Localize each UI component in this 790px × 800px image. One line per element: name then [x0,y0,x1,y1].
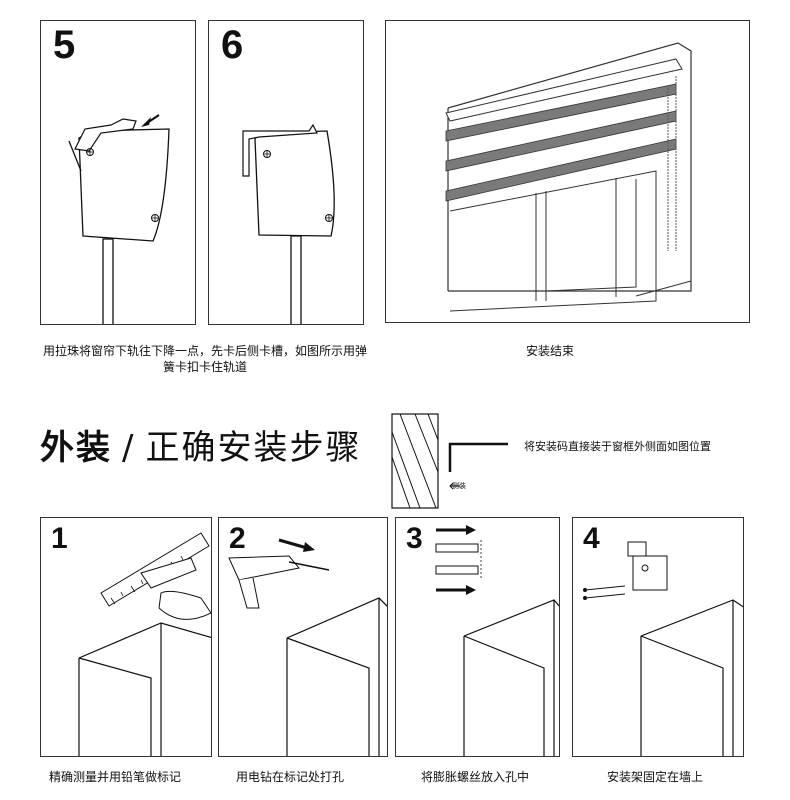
step-4-number: 4 [583,522,600,555]
step-5-caption: 用拉珠将窗帘下轨往下降一点，先卡后侧卡槽，如图所示用弹簧卡扣卡住轨道 [42,344,367,374]
drill-illustration [228,538,387,756]
step-6-number: 6 [221,23,244,67]
bracket-mount-illustration [583,541,743,756]
side-mount-diagram [391,413,508,509]
step-3-number: 3 [406,522,423,555]
step-2-number: 2 [229,522,246,555]
step-3-caption: 将膨胀螺丝放入孔中 [420,770,529,784]
bracket-locked-illustration-6 [242,123,335,324]
section-title-rest: 正确安装步骤 [145,428,362,468]
step-2-panel: 2 [218,517,388,757]
step-1-caption: 精确测量并用铅笔做标记 [48,770,181,784]
installed-blind-panel [385,20,750,323]
finish-caption: 安装结束 [525,344,574,358]
step-2-caption: 用电钻在标记处打孔 [235,770,344,784]
step-1-number: 1 [51,522,68,555]
step-1-panel: 1 [40,517,212,757]
step-3-panel: 3 [395,517,560,757]
bracket-clip-illustration-5 [68,114,170,324]
installed-blind-illustration [445,42,692,312]
step-5-number: 5 [53,23,76,67]
measure-mark-illustration [78,532,211,756]
side-mount-label: 侧装 [452,482,466,490]
step-5-panel: 5 [40,20,196,325]
side-mount-note: 将安装码直接装于窗框外侧面如图位置 [524,440,711,453]
section-title-slash: / [122,428,136,468]
step-4-panel: 4 [572,517,744,757]
section-title: 外装/正确安装步骤 [40,420,361,469]
anchor-illustration [435,525,559,756]
step-6-panel: 6 [208,20,364,325]
step-4-caption: 安装架固定在墙上 [606,770,703,784]
section-title-bold: 外装 [40,428,112,468]
